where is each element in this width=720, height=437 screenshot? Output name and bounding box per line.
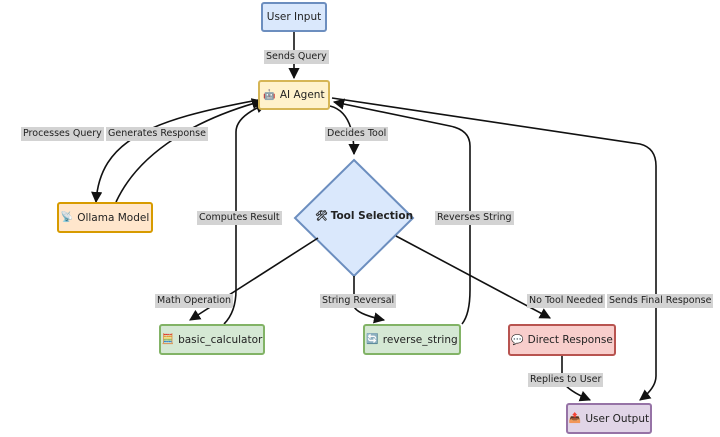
- tool-selection-label: Tool Selection: [330, 210, 414, 222]
- abacus-icon: 🧮: [161, 334, 175, 345]
- basic-calculator-label: basic_calculator: [178, 333, 263, 346]
- edge-reverses-string: [332, 98, 471, 325]
- edge-label-sends-query: Sends Query: [264, 50, 329, 64]
- user-input-node[interactable]: User Input: [261, 2, 327, 32]
- edge-label-generates-response: Generates Response: [106, 127, 208, 141]
- edge-label-math-operation: Math Operation: [155, 294, 234, 308]
- user-output-node[interactable]: 📤 User Output: [566, 403, 652, 434]
- edge-processes-query: [91, 99, 259, 204]
- edge-label-decides-tool: Decides Tool: [325, 127, 389, 141]
- edge-generates-response: [115, 98, 264, 203]
- direct-response-node[interactable]: 💬 Direct Response: [508, 324, 616, 356]
- ollama-model-node[interactable]: 📡 Ollama Model: [57, 202, 153, 233]
- edge-label-sends-final-response: Sends Final Response: [607, 294, 714, 308]
- user-output-label: User Output: [585, 412, 650, 425]
- speech-bubble-icon: 💬: [511, 334, 524, 346]
- edge-label-computes-result: Computes Result: [197, 211, 282, 225]
- edge-label-replies-to-user: Replies to User: [528, 373, 604, 387]
- reverse-string-label: reverse_string: [382, 333, 458, 346]
- outbox-tray-icon: 📤: [568, 413, 582, 424]
- robot-icon: 🤖: [263, 89, 276, 101]
- direct-response-label: Direct Response: [527, 334, 613, 346]
- edge-label-string-reversal: String Reversal: [320, 294, 397, 308]
- ai-agent-node[interactable]: 🤖 AI Agent: [258, 80, 330, 110]
- user-input-label: User Input: [266, 11, 322, 23]
- repeat-icon: 🔄: [366, 334, 379, 345]
- edge-label-no-tool-needed: No Tool Needed: [527, 294, 606, 308]
- edge-sends-final-response: [331, 97, 657, 401]
- satellite-antenna-icon: 📡: [60, 212, 74, 223]
- edge-label-processes-query: Processes Query: [21, 127, 104, 141]
- ai-agent-label: AI Agent: [279, 89, 325, 101]
- tools-icon: 🛠: [315, 210, 328, 222]
- edge-no-tool-needed: [395, 235, 551, 319]
- ollama-model-label: Ollama Model: [77, 211, 150, 224]
- edge-label-reverses-string: Reverses String: [435, 211, 514, 225]
- basic-calculator-node[interactable]: 🧮 basic_calculator: [159, 324, 265, 355]
- reverse-string-node[interactable]: 🔄 reverse_string: [363, 324, 461, 355]
- tool-selection-label-group: 🛠 Tool Selection: [315, 210, 413, 222]
